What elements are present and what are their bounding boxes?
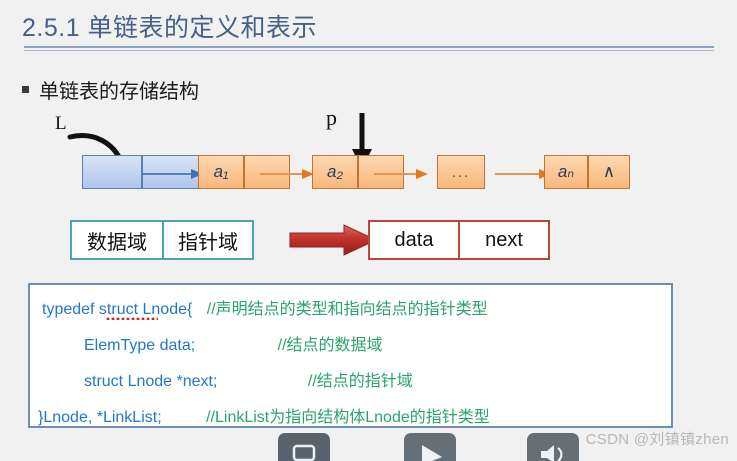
- screen-icon-glyph: [292, 444, 316, 461]
- concrete-next-field-label: next: [458, 222, 548, 258]
- concrete-fields-box: data next: [368, 220, 550, 260]
- field-mapping-row: 数据域 指针域 data next: [0, 218, 737, 270]
- link-arrow-head-to-a1: [143, 169, 203, 179]
- link-arrow-a1-to-a2: [260, 169, 314, 179]
- code-line-4-comment: //LinkList为指向结构体Lnode的指针类型: [206, 409, 490, 426]
- ellipsis-label: ...: [451, 163, 471, 181]
- p-pointer-label: p: [326, 105, 337, 130]
- code-line-1-comment: //声明结点的类型和指向结点的指针类型: [206, 301, 488, 318]
- code-line-1: typedef struct Lnode{ //声明结点的类型和指向结点的指针类…: [42, 295, 488, 319]
- link-arrow-a2-to-ellipsis: [374, 169, 428, 179]
- bullet-label: 单链表的存储结构: [39, 81, 199, 103]
- volume-icon-glyph: [541, 445, 563, 461]
- head-node-data-cell: [82, 155, 142, 189]
- code-line-4-code: }Lnode, *LinkList;: [38, 409, 162, 426]
- node-an: aₙ ∧: [544, 155, 630, 189]
- code-line-3-comment: //结点的指针域: [307, 373, 413, 390]
- square-bullet-icon: [22, 86, 29, 93]
- node-a1: a₁: [198, 155, 290, 189]
- code-line-4: }Lnode, *LinkList; //LinkList为指向结构体Lnode…: [38, 403, 490, 427]
- node-ellipsis-cell: ...: [437, 155, 485, 189]
- screen-icon[interactable]: [278, 433, 330, 461]
- code-line-3-code: struct Lnode *next;: [84, 373, 218, 390]
- node-a1-data-cell: a₁: [198, 155, 244, 189]
- abstract-fields-box: 数据域 指针域: [70, 220, 254, 260]
- code-line-2: ElemType data; //结点的数据域: [84, 331, 383, 355]
- head-pointer-label: L: [55, 113, 67, 134]
- node-a1-next-cell: [244, 155, 290, 189]
- node-a2: a₂: [312, 155, 404, 189]
- page-title: 2.5.1 单链表的定义和表示: [22, 14, 318, 42]
- play-icon[interactable]: [404, 433, 456, 461]
- csdn-watermark: CSDN @刘镇镇zhen: [585, 431, 729, 448]
- code-line-2-comment: //结点的数据域: [277, 337, 383, 354]
- abstract-data-field-label: 数据域: [72, 222, 162, 258]
- bullet-row: 单链表的存储结构: [22, 75, 199, 104]
- node-an-next-cell: ∧: [588, 155, 630, 189]
- null-pointer-symbol: ∧: [602, 162, 616, 181]
- volume-icon[interactable]: [527, 433, 579, 461]
- code-block: typedef struct Lnode{ //声明结点的类型和指向结点的指针类…: [28, 283, 673, 428]
- node-ellipsis: ...: [437, 155, 485, 189]
- node-a2-next-cell: [358, 155, 404, 189]
- code-line-3: struct Lnode *next; //结点的指针域: [84, 367, 413, 391]
- abstract-pointer-field-label: 指针域: [162, 222, 252, 258]
- video-player-controls: [0, 432, 737, 461]
- spellcheck-squiggle: [106, 315, 158, 320]
- red-right-arrow-icon: [289, 224, 378, 256]
- node-an-data-cell: aₙ: [544, 155, 588, 189]
- concrete-data-field-label: data: [370, 222, 458, 258]
- code-line-1-code: typedef struct Lnode{: [42, 301, 193, 318]
- linked-list-diagram: L p a₁ a₂: [0, 105, 737, 210]
- title-divider-secondary: [24, 50, 714, 51]
- code-line-2-code: ElemType data;: [84, 337, 196, 354]
- title-divider: [24, 46, 714, 48]
- node-a2-data-cell: a₂: [312, 155, 358, 189]
- play-icon-glyph: [422, 445, 442, 461]
